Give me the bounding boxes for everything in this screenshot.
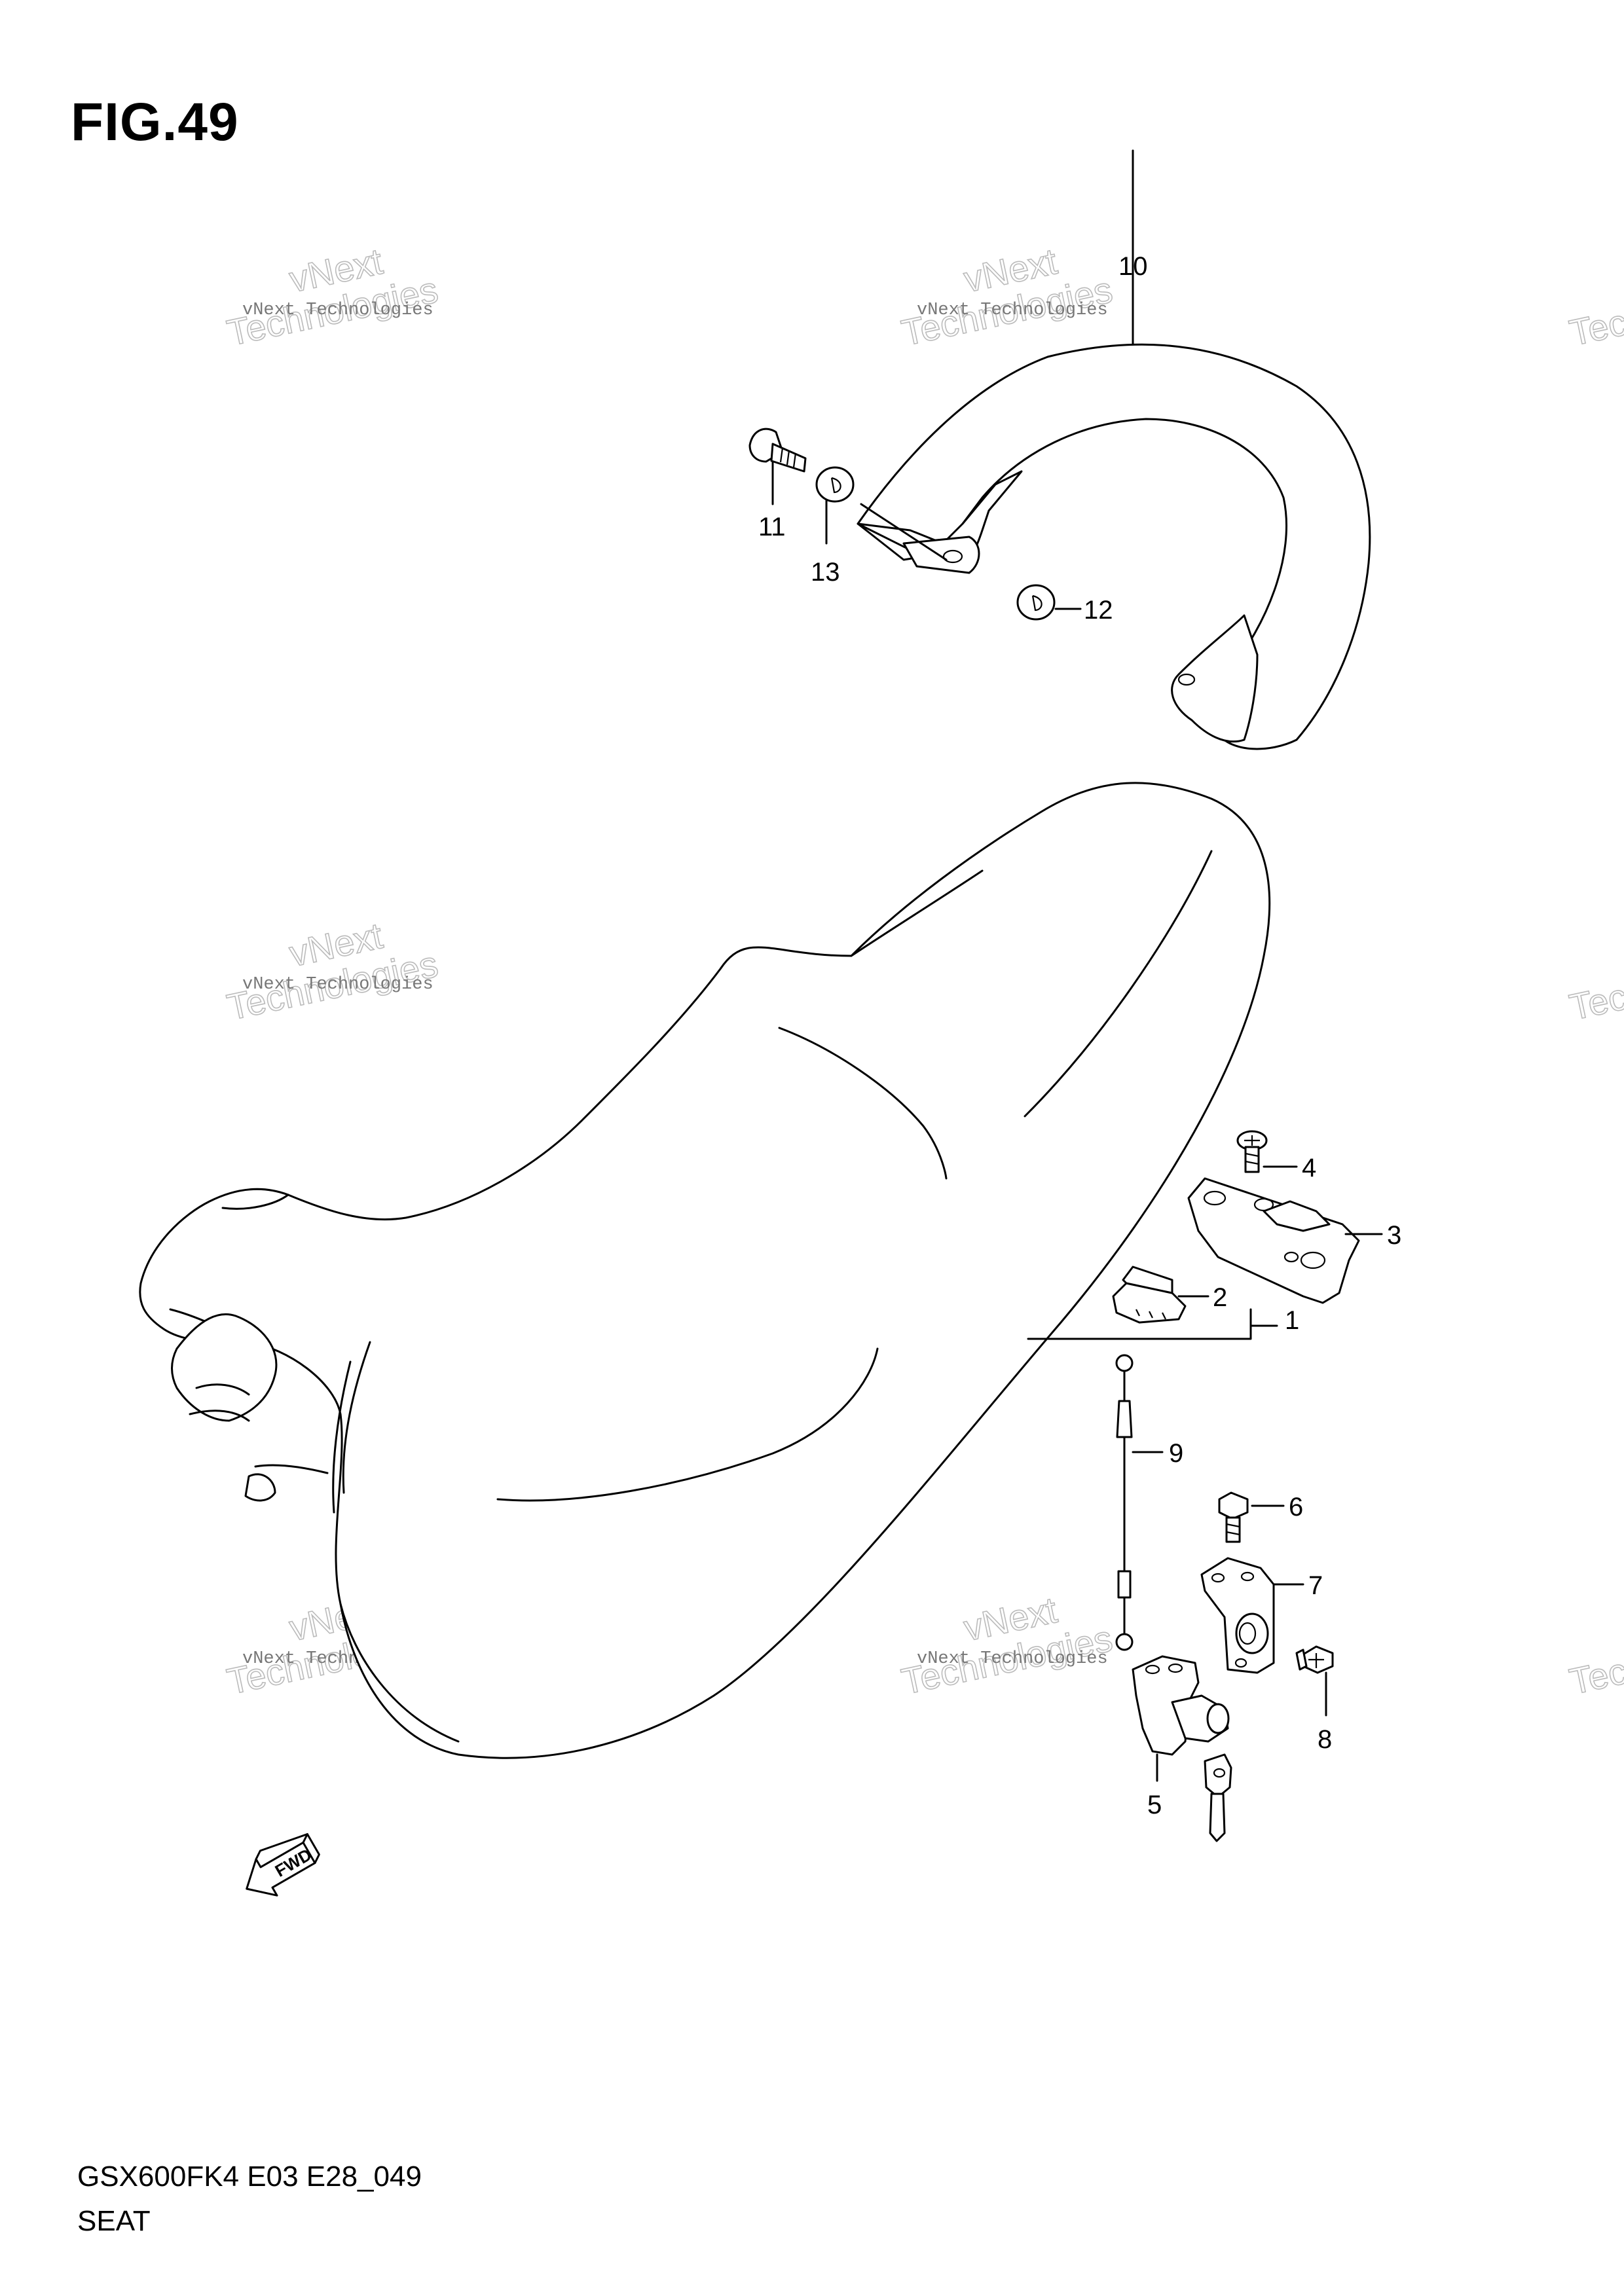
washer-12: 12 [1016,584,1113,625]
bracket-7: 7 [1200,1557,1323,1674]
bolt-11: 11 [748,428,807,541]
callout-6: 6 [1289,1493,1303,1522]
seat-lock-5: 5 [1132,1655,1232,1842]
watermark-small: vNext Technologies [242,975,434,994]
callout-7: 7 [1308,1571,1323,1600]
callout-3: 3 [1387,1221,1401,1250]
figure-title: FIG.49 [71,92,239,152]
callout-5: 5 [1147,1791,1162,1819]
callout-2: 2 [1213,1283,1227,1312]
cable-9: 9 [1115,1354,1183,1651]
callout-8: 8 [1318,1725,1332,1754]
assembly-name: SEAT [77,2205,151,2237]
callout-4: 4 [1302,1154,1316,1182]
callout-13: 13 [811,558,840,587]
washer-13: 13 [811,466,855,587]
watermark-small: vNext Technologies [242,301,434,320]
callout-10: 10 [1118,252,1148,281]
callout-11: 11 [758,513,786,541]
screw-8: 8 [1295,1645,1334,1754]
watermark-big: Technologies [1566,1617,1624,1702]
watermark-small: vNext Technologies [917,1649,1108,1669]
callout-9: 9 [1169,1439,1183,1468]
cushion-2: 2 [1112,1266,1227,1324]
model-code: GSX600FK4 E03 E28_049 [77,2160,422,2193]
callout-12: 12 [1084,596,1113,625]
watermark-big: Technologies [1566,268,1624,354]
callout-1: 1 [1285,1306,1299,1335]
bolt-6: 6 [1218,1491,1303,1543]
seat: 1 [139,782,1299,1759]
lock-bracket-3: 3 [1187,1177,1401,1304]
watermark-small: vNext Technologies [917,301,1108,320]
watermark-big: Technologies [1566,943,1624,1028]
grab-rail: 10 [857,149,1371,750]
screw-4: 4 [1236,1130,1316,1182]
forward-arrow: FWD [246,1832,320,1897]
